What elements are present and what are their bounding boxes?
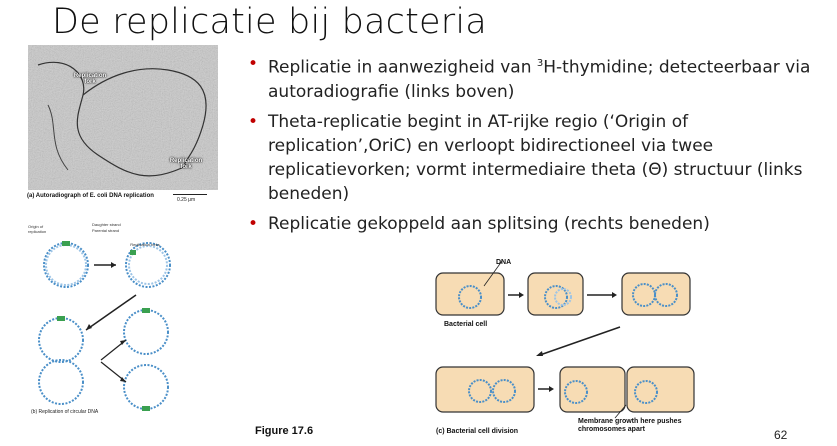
bullet-text: Replicatie gekoppeld aan splitsing (rech…: [268, 213, 710, 234]
page-number: 62: [774, 428, 788, 442]
bullet-marker: •: [248, 54, 259, 74]
figure-b-caption: (b) Replication of circular DNA: [31, 409, 99, 415]
bullet-marker: •: [248, 213, 259, 234]
scale-label: 0.25 μm: [177, 197, 196, 203]
bullet-list: • Replicatie in aanwezigheid van 3H-thym…: [248, 52, 828, 242]
autoradiograph-image: Replication fork Replication fork: [28, 45, 218, 190]
bacterial-cell-label: Bacterial cell: [444, 321, 488, 328]
bullet-marker: •: [248, 111, 259, 132]
bullet-item: • Replicatie in aanwezigheid van 3H-thym…: [248, 52, 828, 104]
cell-division-diagram: DNA Bacterial cell: [430, 255, 730, 440]
superscript: 3: [536, 58, 544, 69]
bullet-text: Theta-replicatie begint in AT-rijke regi…: [268, 111, 803, 204]
figure-c-caption: (c) Bacterial cell division: [436, 428, 519, 435]
circular-dna-diagram: Origin of replication Daughter strand Pa…: [26, 220, 226, 420]
fork-label: Replication fork: [73, 73, 107, 85]
slide-title: De replicatie bij bacteria: [52, 2, 487, 42]
bullet-text: H-thymidine; detecteerbaar via autoradio…: [268, 57, 811, 102]
bullet-item: • Replicatie gekoppeld aan splitsing (re…: [248, 212, 828, 236]
dna-label: DNA: [496, 259, 512, 266]
membrane-growth-note: Membrane growth here pushes chromosomes …: [578, 418, 682, 433]
figure-label: Figure 17.6: [255, 425, 314, 437]
bullet-text: Replicatie in aanwezigheid van: [268, 57, 537, 78]
origin-label: Origin of replication: [28, 224, 47, 234]
scale-bar: [173, 187, 207, 195]
daughter-strand-label: Daughter strand: [92, 222, 121, 227]
figure-a-caption: (a) Autoradiograph of E. coli DNA replic…: [27, 193, 154, 199]
bullet-item: • Theta-replicatie begint in AT-rijke re…: [248, 110, 828, 206]
replication-forks-label: Replication forks: [130, 242, 160, 247]
parental-strand-label: Parental strand: [92, 228, 120, 233]
fork-label: Replication fork: [169, 158, 203, 170]
